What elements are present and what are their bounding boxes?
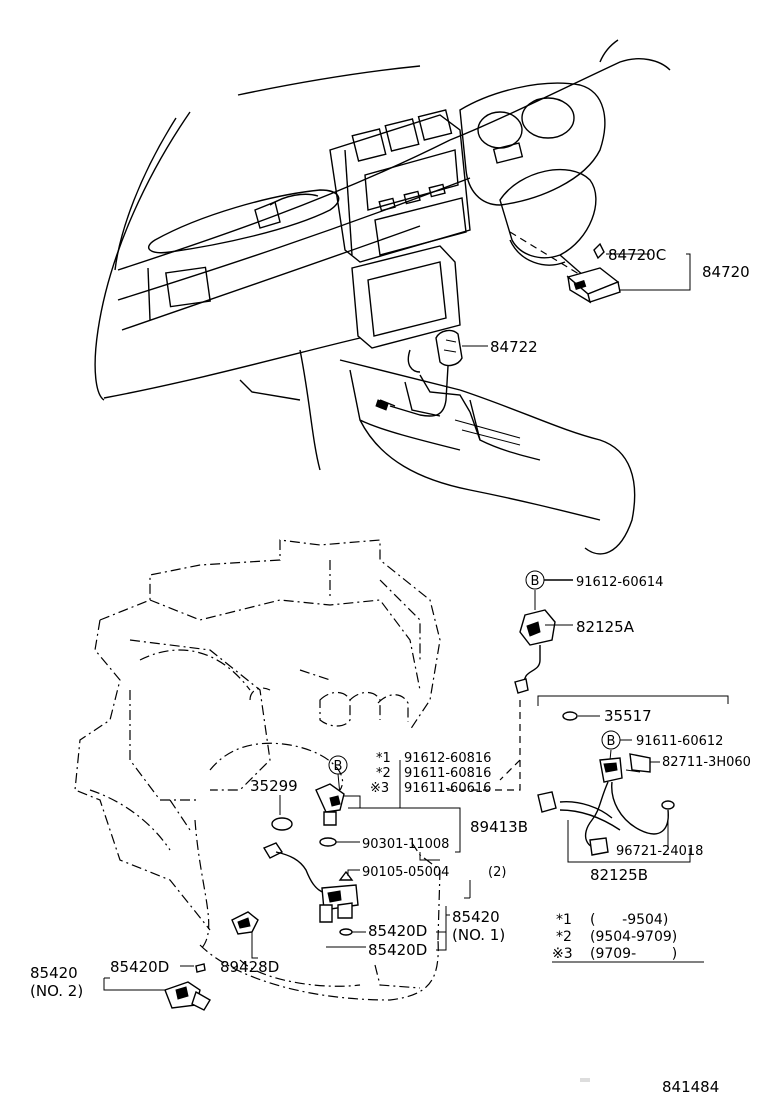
note-3-range: (9709- ) (590, 946, 677, 962)
label-85420-no1: 85420 (452, 908, 500, 926)
label-91611-60612: 91611-60612 (636, 734, 723, 749)
applicability-notes: *1 ( -9504) *2 (9504-9709) ※3 (9709- ) (552, 912, 704, 963)
label-star2-mark: *2 (376, 766, 391, 781)
part-85420-no2-sensor (103, 963, 211, 1011)
b-mark-3: B (334, 759, 343, 774)
label-91611-60616: 91611-60616 (404, 781, 491, 796)
label-85420-no2: 85420 (30, 964, 78, 982)
dashboard-illustration (94, 39, 671, 555)
part-84722-shift-lever (375, 329, 488, 417)
note-2-mark: *2 (556, 929, 572, 945)
scan-mark (580, 1078, 590, 1082)
label-96721-24018: 96721-24018 (616, 844, 703, 859)
label-84720C: 84720C (608, 246, 666, 264)
note-1-mark: *1 (556, 912, 572, 928)
note-2-range: (9504-9709) (590, 929, 677, 945)
part-85420-no1-sensor (262, 842, 471, 951)
label-35517: 35517 (604, 707, 652, 725)
b-mark: B (531, 574, 540, 589)
label-90301-11008: 90301-11008 (362, 837, 449, 852)
part-82125A-sensor: B (514, 570, 573, 694)
label-91612-60816: 91612-60816 (404, 751, 491, 766)
label-star3-mark: ※3 (370, 781, 389, 796)
label-84722: 84722 (490, 338, 538, 356)
label-82125A: 82125A (576, 618, 635, 636)
label-82125B: 82125B (590, 866, 648, 884)
note-3-mark: ※3 (552, 946, 573, 962)
label-no2: (NO. 2) (30, 982, 83, 1000)
callout-labels: 84720C 84720 84722 91612-60614 82125A 35… (30, 246, 751, 1000)
label-91611-60816: 91611-60816 (404, 766, 491, 781)
part-89428D-sensor (231, 911, 259, 959)
label-89413B: 89413B (470, 818, 528, 836)
label-89428D: 89428D (220, 958, 279, 976)
label-35299: 35299 (250, 777, 298, 795)
b-mark-2: B (607, 734, 616, 749)
label-90105-05004: 90105-05004 (362, 865, 449, 880)
label-84720: 84720 (702, 263, 750, 281)
label-91612-60614: 91612-60614 (576, 575, 663, 590)
label-82711-3H060: 82711-3H060 (662, 755, 751, 770)
label-star1-mark: *1 (376, 751, 391, 766)
label-85420D-a: 85420D (368, 922, 427, 940)
label-no1: (NO. 1) (452, 926, 505, 944)
diagram-id: 841484 (662, 1078, 719, 1096)
label-85420D-c: 85420D (110, 958, 169, 976)
part-89413B-sensor: B (271, 755, 461, 861)
part-84720-switch (566, 242, 691, 304)
note-1-range: ( -9504) (590, 912, 668, 928)
part-82125B-harness: B (537, 695, 729, 863)
label-85420D-b: 85420D (368, 941, 427, 959)
label-90105-qty: (2) (488, 865, 506, 880)
engine-illustration (74, 539, 521, 1001)
